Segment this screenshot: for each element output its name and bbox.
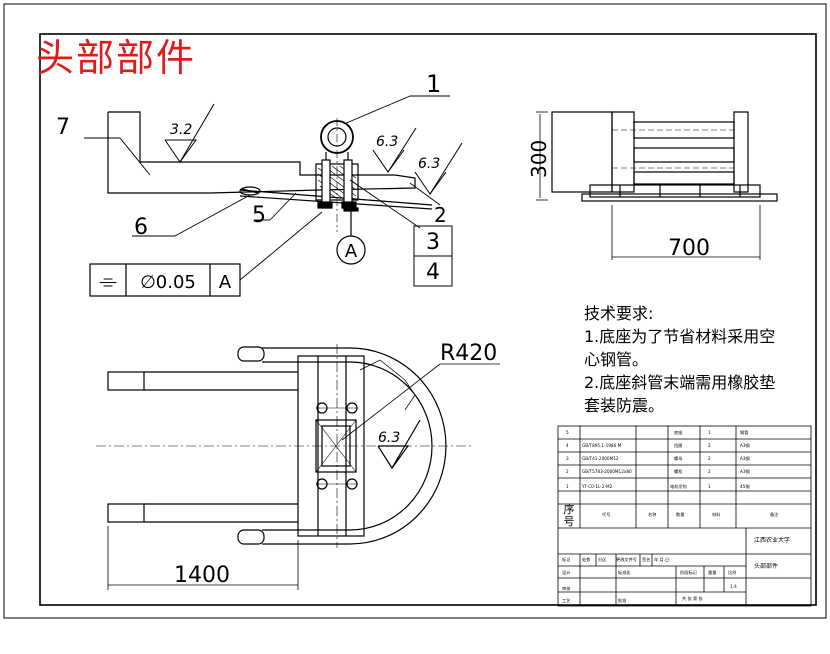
- row-2-name: 螺栓: [674, 469, 683, 474]
- row-5-qty: 1: [708, 430, 711, 435]
- row-1-material: 45钢: [740, 484, 750, 489]
- label-date: 年.月.日: [654, 557, 670, 562]
- front-view: [107, 111, 433, 265]
- row-4-name: 挡圈: [674, 443, 683, 448]
- label-count: 处数: [582, 557, 591, 562]
- row-2-seq: 2: [566, 469, 569, 474]
- label-change-doc: 更改文件号: [616, 557, 637, 562]
- row-1-name: 电机吊钩: [670, 484, 687, 489]
- technical-requirements: 技术要求: 1.底座为了节省材料采用空 心钢管。 2.底座斜管末端需用橡胶垫 套…: [584, 302, 814, 417]
- header-name: 名称: [648, 512, 657, 517]
- dim-r420: R420: [440, 341, 497, 366]
- title-block-grid: [557, 425, 812, 607]
- roughness-6-3-b: 6.3: [418, 156, 440, 172]
- drawing-name: 头部部件: [754, 563, 779, 570]
- row-2-qty: 2: [708, 469, 711, 474]
- label-sign: 签名: [642, 557, 651, 562]
- label-scale: 比例: [728, 570, 737, 575]
- roughness-6-3-plan: 6.3: [378, 430, 400, 446]
- row-5-seq: 5: [566, 430, 569, 435]
- row-3-qty: 2: [708, 456, 711, 461]
- school-name: 江西农业大学: [754, 537, 791, 544]
- notes-line-3: 2.底座斜管末端需用橡胶垫: [584, 373, 776, 392]
- label-standard: 标准化: [618, 570, 631, 575]
- callout-5: 5: [252, 203, 266, 228]
- label-zone: 分区: [598, 557, 607, 562]
- notes-heading: 技术要求:: [584, 304, 654, 323]
- label-stage: 阶段标记: [680, 570, 697, 575]
- label-sheets: 共 张 第 张: [682, 596, 703, 601]
- header-material: 材料: [712, 512, 721, 517]
- roughness-3-2: 3.2: [170, 122, 192, 138]
- row-2-material: A3钢: [740, 469, 750, 474]
- label-scale-value: 1:4: [730, 584, 737, 589]
- callout-6: 6: [134, 215, 148, 240]
- row-4-seq: 4: [566, 443, 569, 448]
- outer-frame: [3, 3, 827, 619]
- tolerance-datum: A: [219, 272, 232, 293]
- datum-label: A: [345, 241, 358, 262]
- row-1-seq: 1: [566, 484, 569, 489]
- label-approve: 批准: [618, 598, 627, 603]
- notes-line-1: 1.底座为了节省材料采用空: [584, 327, 776, 346]
- header-code: 代号: [602, 512, 611, 517]
- callout-2: 2: [434, 203, 447, 227]
- label-process: 工艺: [562, 598, 571, 603]
- header-seq: 序号: [563, 504, 575, 528]
- dim-300: 300: [527, 140, 551, 178]
- dim-1400: 1400: [174, 563, 230, 588]
- row-5-name: 底座: [674, 430, 683, 435]
- roughness-6-3-a: 6.3: [376, 134, 398, 150]
- label-weight: 重量: [708, 570, 717, 575]
- label-review: 审核: [562, 586, 571, 591]
- dim-700: 700: [668, 236, 710, 261]
- callout-1: 1: [426, 70, 441, 98]
- notes-line-2: 心钢管。: [584, 350, 649, 369]
- tolerance-symbol: ⌯: [99, 269, 117, 294]
- row-1-qty: 1: [708, 484, 711, 489]
- callout-7: 7: [56, 115, 70, 140]
- row-1-code: YT-C0-1L-2-M2: [582, 484, 613, 489]
- row-4-qty: 2: [708, 443, 711, 448]
- drawing-header-title: 头部部件: [36, 36, 197, 80]
- roughness-marks-front: [164, 103, 463, 195]
- plan-view: [96, 344, 500, 590]
- row-3-seq: 3: [566, 456, 569, 461]
- label-design: 设计: [562, 570, 571, 575]
- row-3-name: 螺母: [674, 456, 683, 461]
- label-marker: 标记: [562, 557, 571, 562]
- row-2-code: GB/T5783-2000M12x80: [582, 469, 632, 474]
- inner-frame: [39, 33, 817, 606]
- title-block: 5 底座 1 钢管 4 GB/T895.1-1986 M 挡圈 2 A3钢 3 …: [558, 426, 811, 606]
- row-5-material: 钢管: [740, 430, 749, 435]
- row-4-material: A3钢: [740, 443, 750, 448]
- row-3-code: GB/T41-2000M12: [582, 456, 619, 461]
- callout-leaders: [84, 95, 450, 281]
- notes-line-4: 套装防震。: [584, 396, 665, 415]
- callout-4: 4: [426, 260, 440, 285]
- callout-3: 3: [426, 230, 440, 255]
- side-view: [536, 111, 778, 260]
- tolerance-value: ∅0.05: [140, 272, 196, 293]
- header-qty: 数量: [676, 512, 685, 517]
- row-3-material: A3钢: [740, 456, 750, 461]
- tolerance-frame: [89, 263, 241, 297]
- header-note: 备注: [770, 512, 779, 517]
- row-4-code: GB/T895.1-1986 M: [582, 443, 622, 448]
